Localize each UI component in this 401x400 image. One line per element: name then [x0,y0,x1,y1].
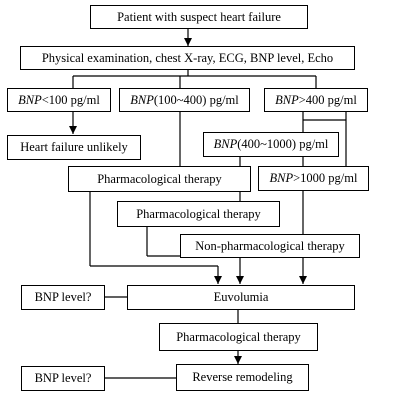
bnp-high-var: BNP [275,92,299,107]
pharmacological-therapy-3-node: Pharmacological therapy [159,323,318,351]
bnp-gt1000-var: BNP [269,171,294,185]
non-pharmacological-therapy-node: Non-pharmacological therapy [180,234,360,258]
bnp-mid-text: (100~400) pg/ml [153,92,239,107]
bnp-low-node: BNP<100 pg/ml [7,88,111,112]
euvolumia-node: Euvolumia [127,285,355,310]
bnp-400-1000-node: BNP (400~1000) pg/ml [203,132,339,157]
pharmacological-therapy-2-node: Pharmacological therapy [117,201,280,227]
bnp-low-text: <100 pg/ml [41,92,100,107]
heart-failure-unlikely-node: Heart failure unlikely [7,135,141,160]
bnp-high-text: >400 pg/ml [298,92,357,107]
pharmacological-therapy-1-node: Pharmacological therapy [68,166,251,192]
bnp-level-check-2-node: BNP level? [21,366,105,391]
bnp-low-var: BNP [18,92,42,107]
bnp-gt1000-text: >1000 pg/ml [293,171,358,185]
reverse-remodeling-node: Reverse remodeling [176,364,309,391]
bnp-400-1000-text: (400~1000) pg/ml [237,137,329,151]
bnp-400-1000-var: BNP [213,137,238,151]
exam-node: Physical examination, chest X-ray, ECG, … [20,46,355,70]
bnp-level-check-1-node: BNP level? [21,285,105,310]
bnp-mid-node: BNP (100~400) pg/ml [119,88,250,112]
bnp-gt1000-node: BNP>1000 pg/ml [258,166,369,191]
bnp-mid-var: BNP [130,92,154,107]
start-node: Patient with suspect heart failure [90,5,308,29]
bnp-high-node: BNP>400 pg/ml [264,88,368,112]
